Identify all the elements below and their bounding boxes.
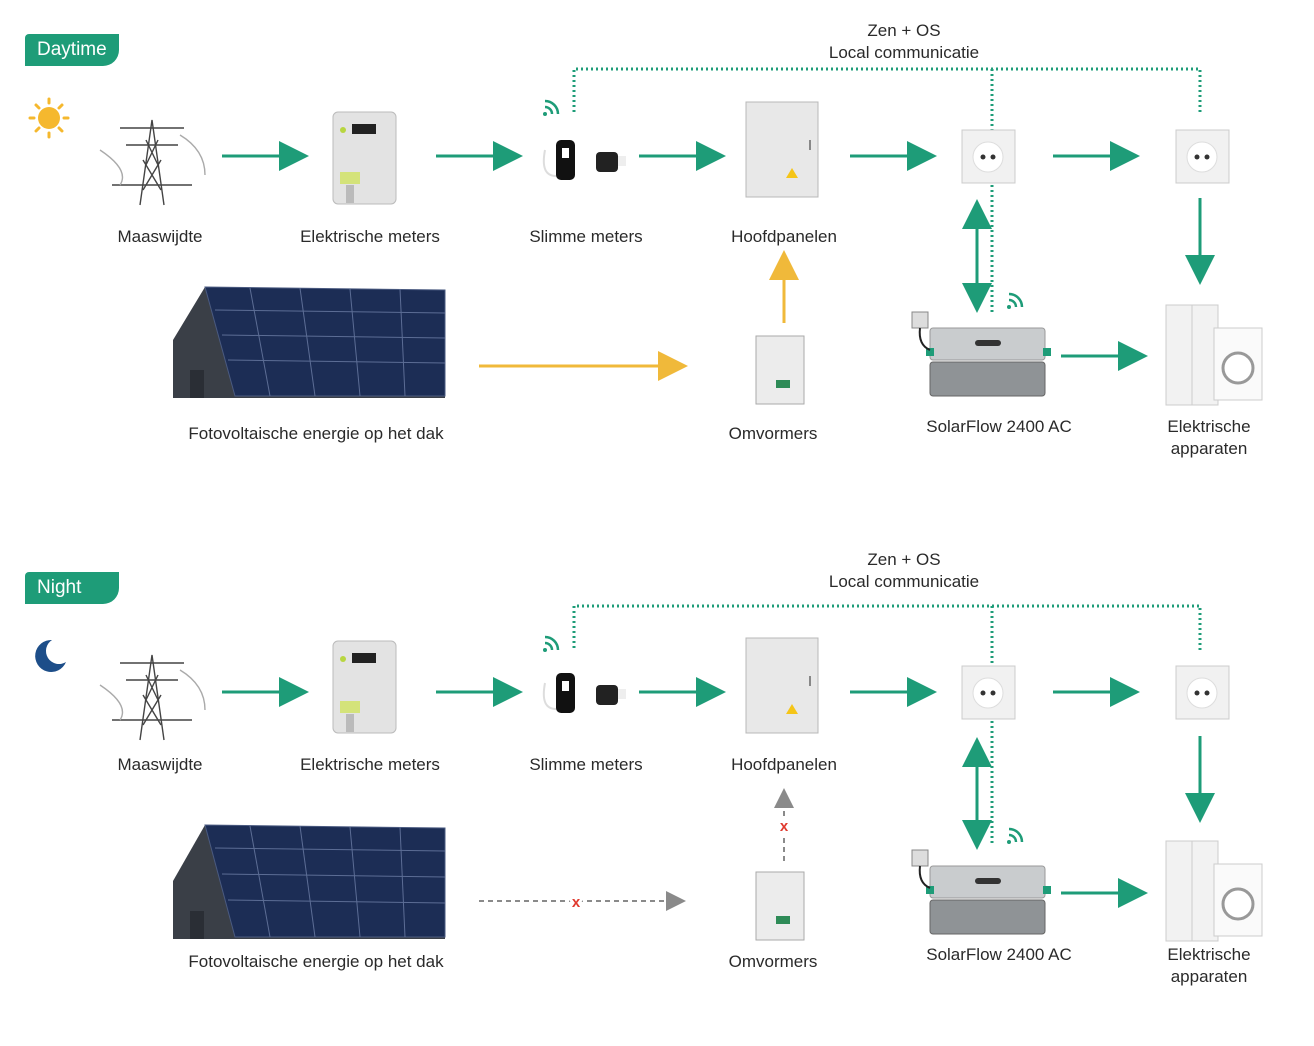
- solar-roof-icon: [173, 824, 446, 939]
- inverter-icon: [755, 335, 805, 405]
- main-panel-label: Hoofdpanelen: [731, 755, 837, 774]
- main-panel-icon: [745, 637, 819, 734]
- grid-label: Maaswijdte: [117, 755, 203, 774]
- smart-meter-label: Slimme meters: [529, 755, 643, 774]
- appliances-label-line1: Elektrische: [1167, 417, 1251, 436]
- meter-label: Elektrische meters: [300, 755, 440, 774]
- inverter-label: Omvormers: [728, 424, 818, 443]
- communication-label: Zen + OS Local communicatie: [829, 20, 979, 64]
- daytime-panel: Daytime: [0, 0, 1314, 518]
- appliances-label-line2: apparaten: [1170, 439, 1248, 458]
- wifi-icon: [543, 635, 560, 652]
- blocked-mark: x: [572, 894, 581, 911]
- inverter-label: Omvormers: [728, 952, 818, 971]
- communication-subtitle: Local communicatie: [828, 572, 980, 591]
- power-tower-icon: [99, 119, 206, 206]
- pv-label: Fotovoltaische energie op het dak: [188, 952, 444, 971]
- inverter-icon: [755, 871, 805, 941]
- smart-meter-label: Slimme meters: [529, 227, 643, 246]
- wifi-icon: [1007, 292, 1024, 309]
- local-communication-lines: [572, 67, 1202, 312]
- appliances-label-line1: Elektrische: [1167, 945, 1251, 964]
- solarflow-battery-icon: [911, 311, 1051, 397]
- grid-label: Maaswijdte: [117, 227, 203, 246]
- socket-icon: [1175, 129, 1230, 184]
- pv-label: Fotovoltaische energie op het dak: [188, 424, 444, 443]
- main-panel-label: Hoofdpanelen: [731, 227, 837, 246]
- solar-roof-icon: [173, 286, 446, 398]
- communication-subtitle: Local communicatie: [828, 43, 980, 62]
- communication-title: Zen + OS: [867, 21, 941, 40]
- sun-icon: [28, 97, 70, 139]
- solarflow-battery-icon: [911, 849, 1051, 935]
- appliances-icon: [1165, 840, 1263, 942]
- wifi-icon: [1007, 827, 1024, 844]
- communication-title: Zen + OS: [867, 550, 941, 569]
- electric-meter-icon: [332, 111, 397, 205]
- socket-icon: [1175, 665, 1230, 720]
- socket-icon: [961, 665, 1016, 720]
- meter-label: Elektrische meters: [300, 227, 440, 246]
- solarflow-label: SolarFlow 2400 AC: [926, 417, 1072, 436]
- daytime-tag: Daytime: [25, 34, 119, 66]
- blocked-mark: x: [780, 818, 789, 835]
- main-panel-icon: [745, 101, 819, 198]
- socket-icon: [961, 129, 1016, 184]
- power-tower-icon: [99, 654, 206, 741]
- communication-label: Zen + OS Local communicatie: [829, 549, 979, 593]
- appliances-icon: [1165, 304, 1263, 406]
- solarflow-label: SolarFlow 2400 AC: [926, 945, 1072, 964]
- wifi-icon: [543, 99, 560, 116]
- electric-meter-icon: [332, 640, 397, 734]
- moon-icon: [35, 639, 66, 672]
- smart-meter-icon: [542, 140, 626, 180]
- local-communication-lines: [572, 604, 1202, 846]
- appliances-label-line2: apparaten: [1170, 967, 1248, 986]
- night-tag: Night: [25, 572, 119, 604]
- night-panel: Night: [0, 528, 1314, 1046]
- daytime-diagram: [28, 67, 1263, 406]
- night-diagram: x x: [35, 604, 1263, 942]
- smart-meter-icon: [542, 673, 626, 713]
